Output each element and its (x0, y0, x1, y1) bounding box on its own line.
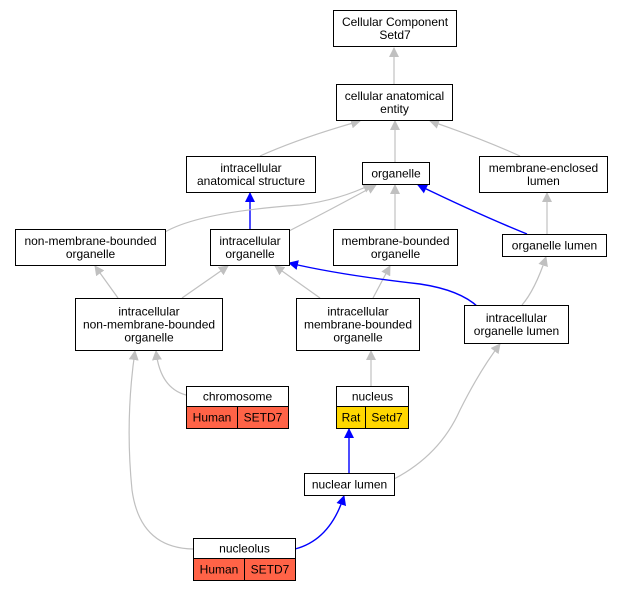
edge-membrane-enclosed-lumen-to-cellular-anatomical-entity (429, 119, 521, 157)
edge-intracellular-organelle-to-organelle (288, 184, 377, 232)
node-nuclear-lumen[interactable]: nuclear lumen (304, 473, 395, 496)
gene-badge (365, 406, 409, 429)
node-label-line: cellular anatomical (345, 89, 444, 103)
node-box (464, 305, 569, 344)
node-label-line: organelle (333, 331, 383, 345)
edge-non-membrane-bounded-organelle-to-organelle (164, 183, 373, 233)
node-label-line: lumen (527, 174, 560, 188)
node-label-line: Setd7 (379, 28, 411, 42)
gene-label: SETD7 (251, 563, 290, 577)
node-label-line: nuclear lumen (312, 478, 387, 492)
node-label-line: organelle (124, 331, 174, 345)
edge-intracellular-anatomical-structure-to-cellular-anatomical-entity (259, 118, 361, 157)
node-label-line: Cellular Component (342, 15, 449, 29)
node-label-line: intracellular (327, 305, 388, 319)
edge-intracellular-membrane-bounded-organelle-to-intracellular-organelle (274, 265, 321, 299)
node-label-line: intracellular (220, 161, 281, 175)
node-box (479, 156, 608, 193)
edge-nucleolus-to-intracellular-non-membrane-bounded-organelle (128, 350, 194, 550)
node-label-line: organelle lumen (512, 239, 597, 253)
gene-label: SETD7 (244, 411, 283, 425)
edge-nuclear-lumen-to-intracellular-organelle-lumen (393, 343, 501, 480)
node-label-line: intracellular (219, 234, 280, 248)
node-label-line: intracellular (486, 311, 547, 325)
node-box (186, 156, 316, 193)
node-box (296, 298, 420, 351)
gene-label: Setd7 (371, 411, 403, 425)
node-label-line: organelle lumen (474, 324, 559, 338)
node-intracellular-non-membrane-bounded-organelle[interactable]: intracellularnon-membrane-boundedorganel… (75, 298, 223, 351)
edge-chromosome-to-intracellular-non-membrane-bounded-organelle (151, 350, 187, 396)
species-label: Human (200, 563, 239, 577)
node-label-line: non-membrane-bounded (24, 234, 156, 248)
node-label-line: intracellular (118, 305, 179, 319)
edge-organelle-lumen-to-organelle (417, 184, 528, 235)
node-box (75, 298, 223, 351)
node-label-line: non-membrane-bounded (83, 318, 215, 332)
node-label-line: membrane-enclosed (489, 161, 598, 175)
node-label-line: entity (380, 102, 409, 116)
node-box (304, 473, 395, 496)
edge-intracellular-non-membrane-bounded-organelle-to-non-membrane-bounded-organelle (94, 265, 119, 299)
node-organelle[interactable]: organelle (362, 162, 430, 185)
gene-badge (244, 558, 296, 581)
node-label-line: membrane-bounded (341, 234, 449, 248)
species-label: Rat (342, 411, 361, 425)
node-label-line: organelle (371, 167, 421, 181)
node-box (362, 162, 430, 185)
gene-badge (237, 406, 289, 429)
node-label-line: anatomical structure (197, 174, 305, 188)
node-label-line: organelle (371, 247, 421, 261)
edge-intracellular-non-membrane-bounded-organelle-to-intracellular-organelle (181, 265, 229, 299)
node-box (502, 234, 607, 257)
node-label-line: membrane-bounded (304, 318, 412, 332)
species-label: Human (193, 411, 232, 425)
node-label-line: nucleus (352, 390, 393, 404)
node-box (210, 229, 290, 266)
node-box (336, 84, 453, 121)
edge-intracellular-membrane-bounded-organelle-to-membrane-bounded-organelle (372, 265, 391, 299)
node-label-line: nucleolus (219, 542, 270, 556)
edge-layer (94, 47, 552, 550)
node-box (333, 229, 458, 266)
node-box (333, 10, 457, 47)
node-label-line: organelle (225, 247, 275, 261)
node-label-line: organelle (66, 247, 116, 261)
node-box (15, 229, 166, 266)
node-organelle-lumen[interactable]: organelle lumen (502, 234, 607, 257)
edge-intracellular-organelle-lumen-to-organelle-lumen (521, 256, 548, 306)
edge-intracellular-organelle-lumen-to-intracellular-organelle (288, 260, 479, 308)
edge-nucleolus-to-nuclear-lumen (294, 495, 347, 550)
node-label-line: chromosome (203, 390, 273, 404)
